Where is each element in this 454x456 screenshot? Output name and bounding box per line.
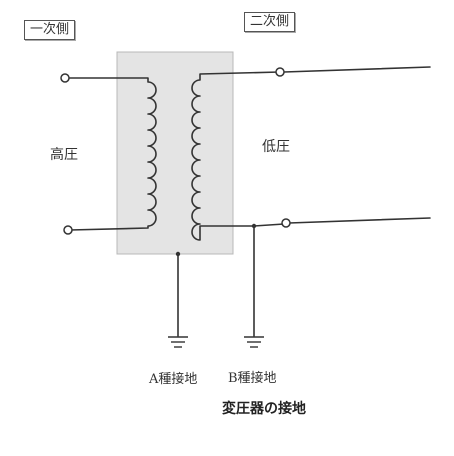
transformer-core	[116, 51, 234, 255]
diagram-caption: 変圧器の接地	[222, 401, 306, 417]
low-voltage-label: 低圧	[262, 139, 290, 155]
ground-a-symbol-icon	[168, 336, 188, 348]
primary-terminal-bottom	[63, 225, 73, 235]
primary-winding	[67, 77, 157, 231]
primary-side-label: 一次側	[24, 20, 76, 40]
high-voltage-label: 高圧	[50, 147, 78, 163]
ground-b-label: B種接地	[228, 371, 277, 386]
secondary-line-bottom	[288, 217, 431, 224]
secondary-winding	[191, 71, 285, 241]
secondary-terminal-top	[275, 67, 285, 77]
ground-b-symbol-icon	[244, 336, 264, 348]
ground-a-label: A種接地	[149, 372, 198, 387]
neutral-ground-junction	[251, 223, 257, 229]
primary-terminal-top	[60, 73, 70, 83]
core-ground-junction	[175, 251, 181, 257]
secondary-side-label: 二次側	[244, 12, 296, 32]
secondary-line-top	[283, 66, 431, 73]
secondary-terminal-bottom	[281, 218, 291, 228]
